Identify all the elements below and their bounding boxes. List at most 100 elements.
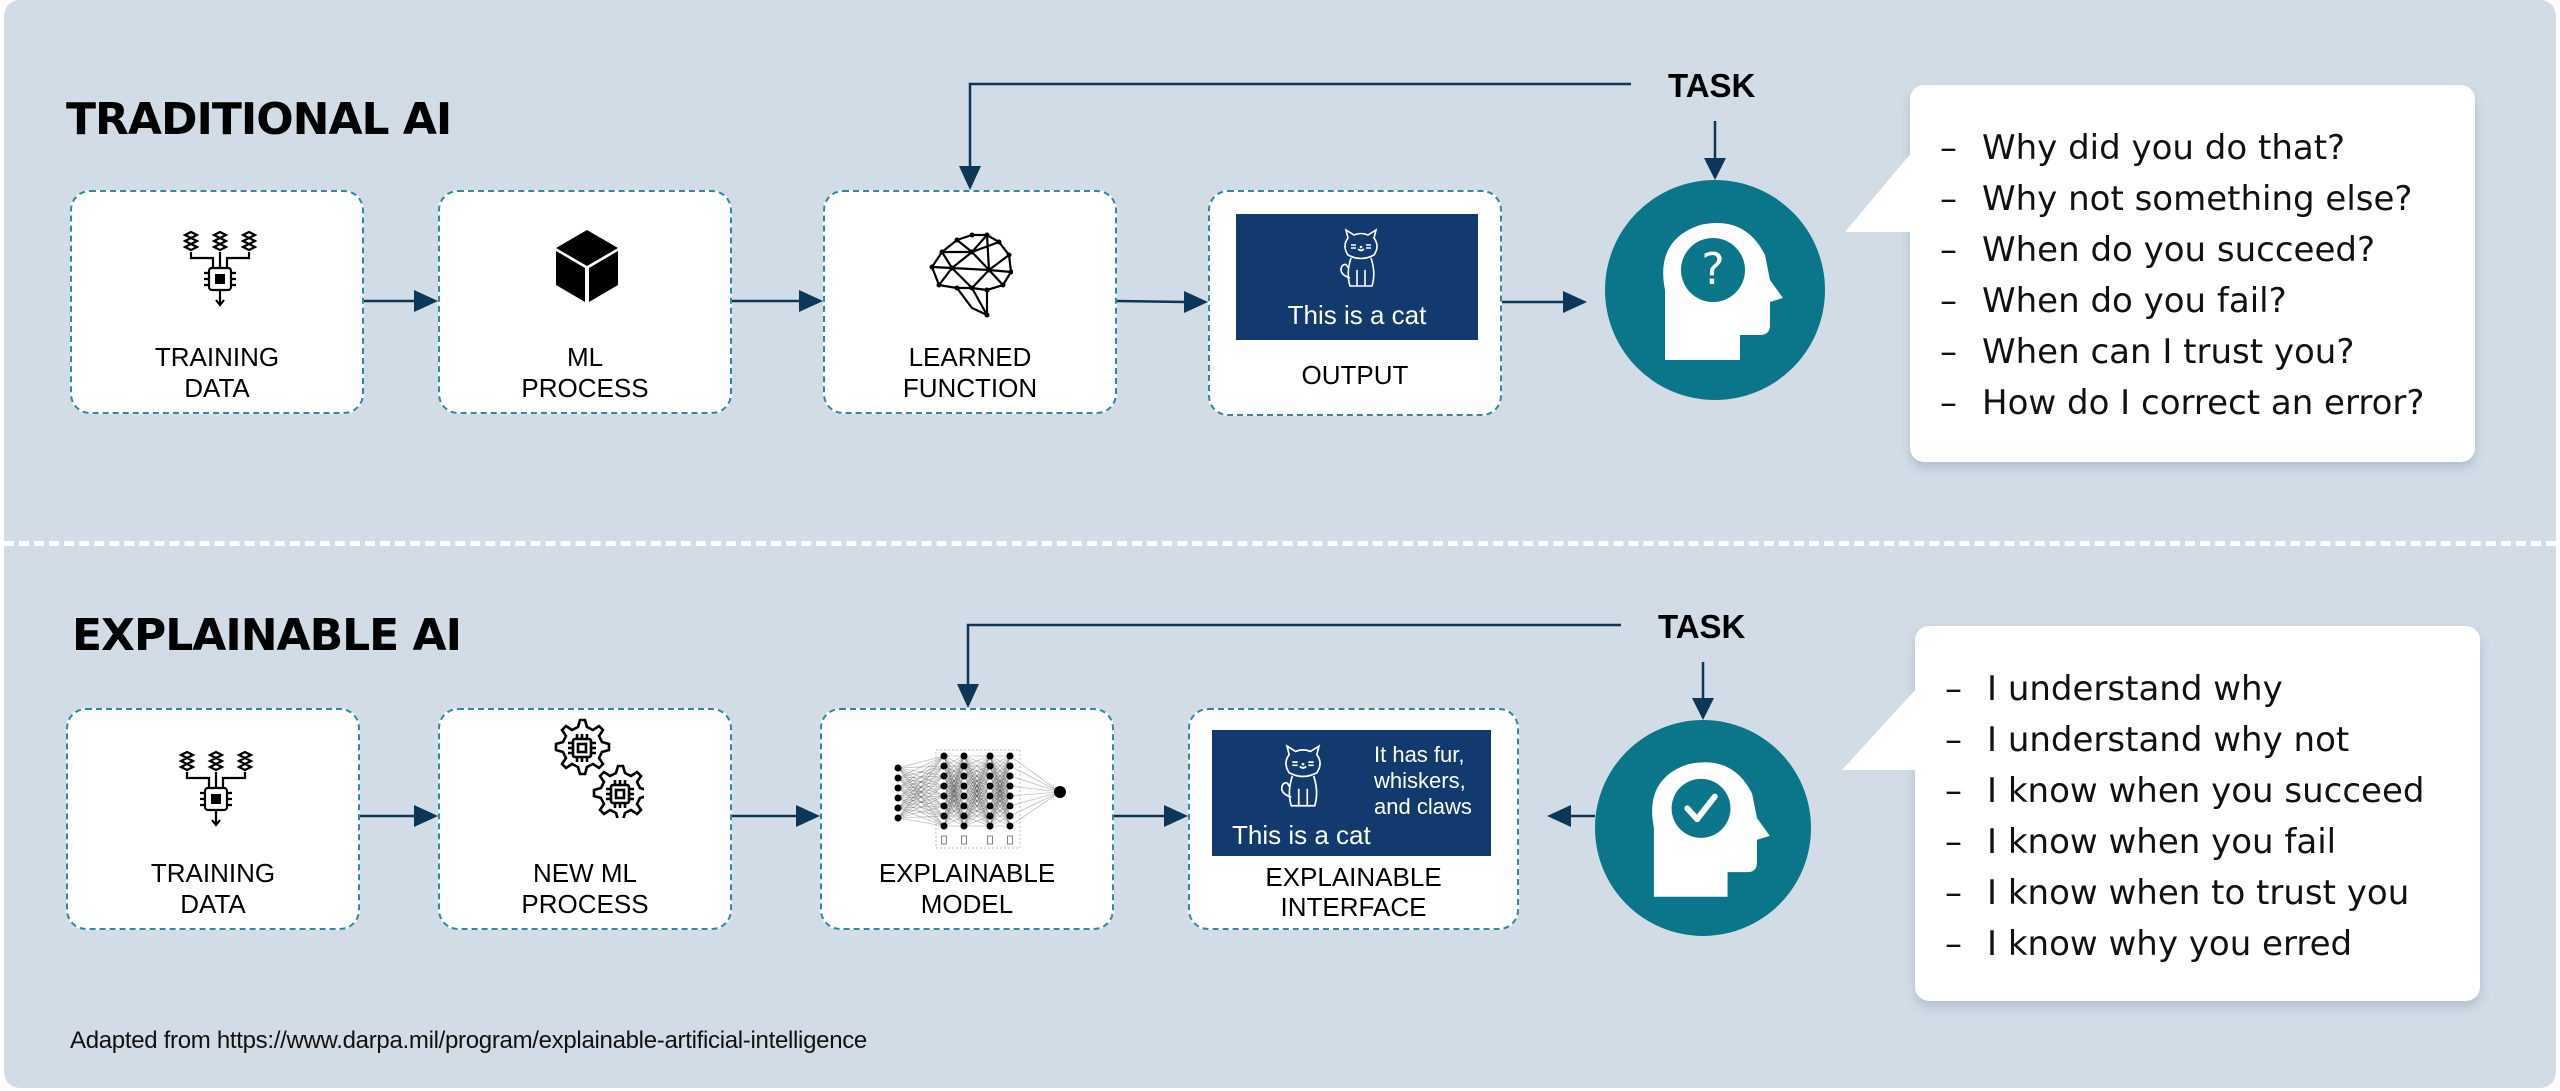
question-item: –Why did you do that?	[1940, 128, 2346, 168]
head-question-icon: ?	[1605, 180, 1825, 400]
head-check-icon	[1595, 720, 1811, 936]
step-label-line1: TRAINING	[150, 858, 276, 888]
section-divider	[4, 541, 2556, 546]
step-training-data-xai: TRAINING DATA	[66, 708, 360, 930]
nn-node	[1054, 786, 1066, 798]
nn-node	[1006, 772, 1014, 780]
step-label-line1: TRAINING	[154, 342, 280, 372]
output-caption: This is a cat	[1232, 820, 1371, 850]
nn-node	[894, 804, 902, 812]
nn-node	[986, 792, 994, 800]
questions-list: –Why did you do that? –Why not something…	[1940, 123, 2424, 429]
question-item: –How do I correct an error?	[1940, 383, 2425, 423]
explanation-text: It has fur, whiskers, and claws	[1374, 742, 1472, 820]
step-label-line2: DATA	[184, 373, 250, 403]
nn-node	[960, 762, 968, 770]
nn-node	[940, 792, 948, 800]
step-label-line2: PROCESS	[521, 373, 649, 403]
nn-node	[940, 782, 948, 790]
cat-icon	[1340, 228, 1378, 287]
traditional-ai-title: TRADITIONAL AI	[66, 94, 452, 145]
nn-node	[986, 812, 994, 820]
explanation-line: It has fur,	[1374, 742, 1465, 767]
questions-bubble: –Why did you do that? –Why not something…	[1910, 85, 2475, 462]
answer-item: –I know why you erred	[1945, 924, 2353, 964]
nn-node	[894, 814, 902, 822]
step-explainable-model: EXPLAINABLE MODEL	[820, 708, 1114, 930]
nn-node	[986, 822, 994, 830]
brain-network-icon	[929, 232, 1013, 318]
nn-node	[1006, 752, 1014, 760]
question-item: –When do you fail?	[1940, 281, 2287, 321]
nn-node	[960, 772, 968, 780]
output-image-panel: This is a cat	[1236, 214, 1478, 340]
gears-chip-icon	[554, 718, 644, 818]
nn-node	[1006, 812, 1014, 820]
nn-node	[940, 752, 948, 760]
training-data-chip-icon	[178, 750, 254, 827]
neural-network-icon	[894, 749, 1066, 849]
answers-list: –I understand why –I understand why not …	[1945, 664, 2424, 970]
training-data-chip-icon	[182, 230, 258, 307]
cat-icon	[1280, 744, 1321, 807]
answer-item: –I know when you fail	[1945, 822, 2337, 862]
nn-node	[960, 812, 968, 820]
nn-node	[986, 752, 994, 760]
nn-node	[940, 822, 948, 830]
step-label-line1: EXPLAINABLE	[1265, 862, 1442, 892]
nn-node	[940, 772, 948, 780]
source-attribution: Adapted from https://www.darpa.mil/progr…	[70, 1027, 867, 1054]
nn-node	[960, 822, 968, 830]
cube-icon	[556, 230, 618, 302]
nn-node	[960, 792, 968, 800]
step-output: This is a cat OUTPUT	[1208, 190, 1502, 416]
answer-item: –I understand why	[1945, 669, 2283, 709]
step-ml-process: ML PROCESS	[438, 190, 732, 414]
answer-item: –I understand why not	[1945, 720, 2350, 760]
nn-node	[894, 764, 902, 772]
output-caption: This is a cat	[1287, 300, 1427, 330]
explainable-ai-title: EXPLAINABLE AI	[72, 610, 462, 661]
nn-node	[1006, 822, 1014, 830]
step-label-line2: INTERFACE	[1280, 892, 1427, 922]
nn-node	[960, 782, 968, 790]
step-label-line2: MODEL	[920, 889, 1014, 919]
step-learned-function: LEARNED FUNCTION	[823, 190, 1117, 414]
svg-text:?: ?	[1701, 244, 1724, 295]
answer-item: –I know when you succeed	[1945, 771, 2425, 811]
nn-node	[960, 752, 968, 760]
question-item: –When do you succeed?	[1940, 230, 2376, 270]
nn-node	[986, 802, 994, 810]
nn-node	[940, 762, 948, 770]
nn-node	[986, 782, 994, 790]
nn-node	[986, 772, 994, 780]
step-new-ml-process: NEW ML PROCESS	[438, 708, 732, 930]
task-label-explainable: TASK	[1658, 608, 1746, 645]
nn-node	[1006, 792, 1014, 800]
nn-node	[894, 794, 902, 802]
nn-node	[1006, 782, 1014, 790]
question-item: –When can I trust you?	[1940, 332, 2355, 372]
step-label-line2: FUNCTION	[902, 373, 1038, 403]
task-label-traditional: TASK	[1668, 67, 1756, 104]
nn-node	[940, 812, 948, 820]
nn-node	[894, 784, 902, 792]
step-label-line1: OUTPUT	[1301, 360, 1409, 390]
explanation-line: whiskers,	[1374, 768, 1466, 793]
question-item: –Why not something else?	[1940, 179, 2413, 219]
explanation-image-panel: It has fur, whiskers, and claws This is …	[1212, 730, 1491, 856]
nn-node	[986, 762, 994, 770]
nn-node	[940, 802, 948, 810]
answers-bubble: –I understand why –I understand why not …	[1915, 626, 2480, 1001]
step-label-line1: LEARNED	[908, 342, 1032, 372]
step-explainable-interface: It has fur, whiskers, and claws This is …	[1188, 708, 1519, 930]
nn-node	[960, 802, 968, 810]
step-label-line2: DATA	[180, 889, 246, 919]
nn-node	[1006, 762, 1014, 770]
step-training-data: TRAINING DATA	[70, 190, 364, 414]
answer-item: –I know when to trust you	[1945, 873, 2410, 913]
step-label-line2: PROCESS	[521, 889, 649, 919]
step-label-line1: NEW ML	[533, 858, 637, 888]
nn-node	[1006, 802, 1014, 810]
step-label-line1: ML	[566, 342, 604, 372]
